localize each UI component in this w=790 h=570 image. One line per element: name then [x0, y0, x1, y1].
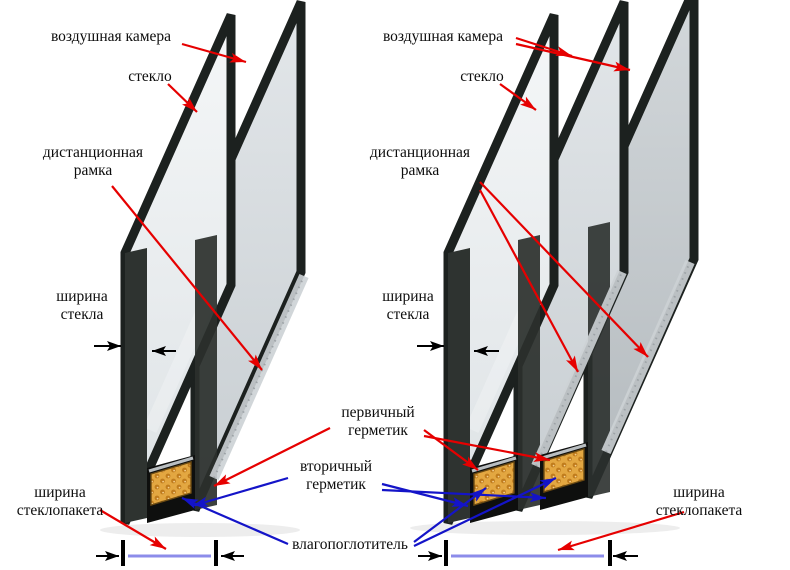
label-primary-sealant: первичный герметик	[341, 404, 415, 439]
left-desiccant	[150, 461, 192, 506]
right-back-pane-edge	[588, 222, 610, 497]
right-spacer-cap-1	[471, 456, 517, 473]
arrow-glass-left	[167, 83, 198, 113]
arrow-desiccant-left	[181, 496, 289, 546]
arrow-unit-width-left	[99, 509, 167, 550]
label-spacer-frame-right: дистанционная рамка	[369, 144, 471, 179]
left-glazing-unit	[120, 0, 309, 525]
blue-callout-arrows	[181, 476, 557, 547]
label-desiccant: влагопоглотитель	[292, 536, 408, 553]
arrow-spacer-frame-right-2	[479, 189, 579, 373]
arrow-spacer-frame-left	[111, 185, 263, 371]
right-spacer-perforation-1	[535, 271, 623, 467]
label-unit-width-right: ширина стеклопакета	[655, 484, 743, 519]
label-unit-width-left: ширина стеклопакета	[16, 484, 104, 519]
red-callout-arrows	[99, 36, 685, 552]
left-front-pane-edge	[125, 248, 147, 523]
arrow-desiccant-right-1	[413, 487, 487, 543]
label-air-chamber-left: воздушная камера	[50, 28, 172, 45]
label-spacer-frame-left: дистанционная рамка	[42, 144, 144, 179]
arrow-primary-sealant-right-2	[423, 434, 551, 462]
arrow-desiccant-right-2	[413, 477, 557, 547]
right-unit-shadow	[410, 521, 680, 535]
label-glass-width-left: ширина стекла	[56, 288, 108, 323]
arrow-secondary-sealant-left	[191, 476, 289, 508]
right-glazing-unit	[443, 0, 699, 525]
left-spacer-perforation	[213, 275, 305, 479]
tick-left-a	[121, 540, 125, 566]
tick-left-b	[214, 540, 218, 566]
arrow-glass-right	[499, 83, 537, 111]
arrow-air-chamber-right-1	[515, 36, 573, 58]
measurement-marks	[94, 341, 638, 561]
label-air-chamber-right: воздушная камера	[382, 28, 504, 45]
arrow-air-chamber-right-2	[515, 42, 631, 72]
arrow-unit-width-right	[557, 510, 685, 552]
label-secondary-sealant: вторичный герметик	[299, 458, 373, 493]
arrow-secondary-sealant-right-1	[381, 482, 469, 508]
tick-right-b	[608, 540, 612, 566]
left-unit-shadow	[100, 523, 300, 537]
label-glass-right: стекло	[460, 68, 504, 85]
tick-right-a	[444, 540, 448, 566]
arrow-spacer-frame-right-1	[479, 181, 649, 358]
right-front-pane-edge	[448, 248, 470, 523]
left-spacer-cap	[148, 456, 194, 473]
label-glass-left: стекло	[128, 68, 172, 85]
arrow-air-chamber-left	[181, 42, 247, 64]
left-back-pane-edge	[195, 235, 217, 510]
label-glass-width-right: ширина стекла	[382, 288, 434, 323]
arrow-primary-sealant-left	[213, 427, 331, 487]
right-middle-pane-edge	[518, 235, 540, 510]
